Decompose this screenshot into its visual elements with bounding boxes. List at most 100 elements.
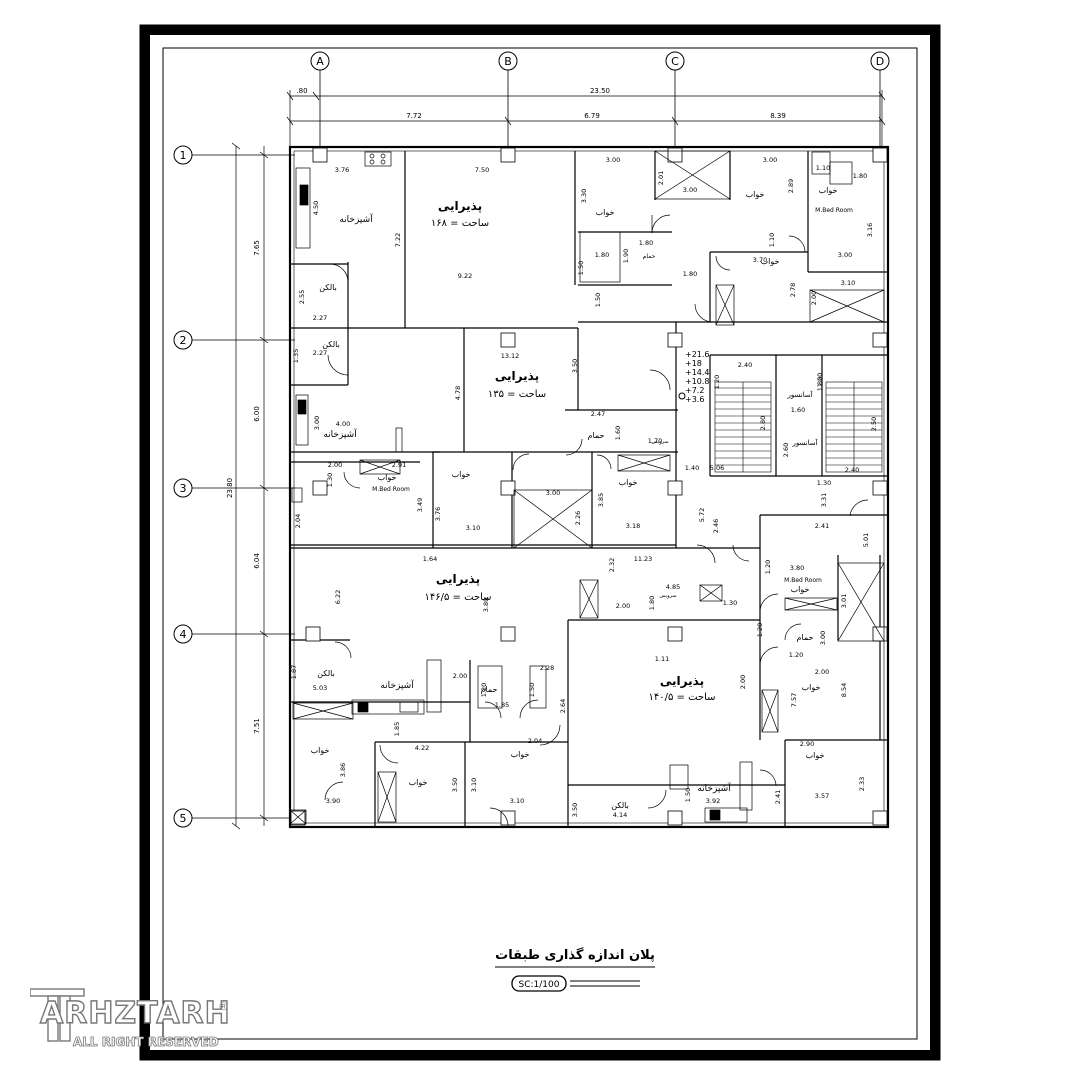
elevation-5: +7.2: [685, 386, 704, 395]
room-dimension-19: 1.90: [622, 249, 630, 263]
room-dimension-5: 9.22: [458, 272, 472, 280]
balcony-label-2: بالکن: [322, 340, 340, 349]
room-dimension-79: 3.00: [819, 631, 827, 645]
wc-label-2: سرویس: [651, 439, 668, 445]
top-dimension-lines: [286, 90, 886, 150]
grid-label-c: C: [671, 55, 679, 68]
room-dimension-69: 3.80: [482, 598, 490, 612]
room-dimension-102: 3.10: [510, 797, 524, 805]
elevator-label-1: آسانسور: [786, 390, 813, 399]
room-dimension-77: 3.80: [790, 564, 804, 572]
row-bubbles: 1 2 3 4 5: [173, 145, 193, 828]
room-dimension-33: 4.78: [454, 386, 462, 400]
kitchen-label-4: آشپزخانه: [697, 782, 731, 794]
master-bed-1: M.Bed Room: [815, 207, 853, 214]
room-dimension-6: 3.00: [606, 156, 620, 164]
row-grid: [192, 154, 295, 819]
room-dimension-18: 1.80: [639, 239, 653, 247]
room-dimension-44: 2.60: [782, 443, 790, 457]
room-dimension-55: 2.26: [574, 511, 582, 525]
room-dimension-90: 1.85: [393, 722, 401, 736]
reception-1-area: ساحت = ۱۶۸: [431, 218, 489, 229]
grid-bubble-3: [173, 478, 193, 498]
room-dimension-41: 1.60: [791, 406, 805, 414]
room-dimension-98: 3.90: [326, 797, 340, 805]
bath-label-2: حمام: [797, 633, 814, 642]
bath-label-4: حمام: [643, 253, 656, 260]
dim-left-span-1: 7.65: [253, 240, 261, 256]
elevation-4: +10.8: [685, 377, 710, 386]
room-dimension-87: 1.20: [480, 683, 488, 697]
grid-bubble-d: [870, 51, 890, 71]
grid-bubble-b: [498, 51, 518, 71]
grid-bubble-4: [173, 624, 193, 644]
room-dimension-81: 1.20: [789, 651, 803, 659]
room-dimension-21: 1.80: [683, 270, 697, 278]
bedroom-label-6: خواب: [452, 470, 471, 479]
bedroom-label-13: خواب: [806, 751, 825, 760]
room-dimension-17: 1.80: [595, 251, 609, 259]
room-dimension-82: 2.00: [815, 668, 829, 676]
room-dimension-78: 3.01: [840, 594, 848, 608]
watermark-brand: ARHZTARH: [39, 995, 231, 1031]
room-dimension-52: 3.49: [416, 498, 424, 512]
room-dimension-38: 1.70: [648, 437, 662, 445]
elevator-label-2: آسانسور: [791, 438, 818, 447]
room-dimension-36: 2.47: [591, 410, 605, 418]
stair-core: [714, 381, 883, 473]
room-dimension-94: 7.57: [790, 693, 798, 707]
room-dimension-70: 4.85: [666, 583, 680, 591]
room-dimension-51: 1.30: [326, 473, 334, 487]
bedroom-label-11: خواب: [409, 778, 428, 787]
room-dimension-37: 1.60: [614, 426, 622, 440]
watermark-logo-icon: [29, 988, 85, 1042]
elevation-2: +18: [685, 359, 702, 368]
grid-label-2: 2: [180, 334, 187, 347]
bedroom-label-12: خواب: [511, 750, 530, 759]
grid-bubble-5: [173, 808, 193, 828]
room-dimension-76: 1.20: [764, 560, 772, 574]
bedroom-label-2: خواب: [746, 190, 765, 199]
dim-top-small: .80: [296, 87, 307, 95]
room-dimension-108: 3.57: [815, 792, 829, 800]
room-dimension-92: 1.11: [655, 655, 669, 663]
room-dimension-104: 4.14: [613, 811, 627, 819]
room-dimension-35: 3.00: [313, 416, 321, 430]
room-dimension-31: 13.12: [501, 352, 520, 360]
bedroom-label-3: خواب: [819, 186, 838, 195]
room-dimension-99: 4.22: [415, 744, 429, 752]
room-dimension-67: 11.23: [634, 555, 653, 563]
dim-left-span-3: 6.04: [253, 553, 261, 569]
room-dimension-84: 5.03: [313, 684, 327, 692]
room-dimension-28: 2.27: [313, 314, 327, 322]
bedroom-label-8: خواب: [791, 585, 810, 594]
grid-label-d: D: [876, 55, 884, 68]
bedroom-label-1: خواب: [596, 208, 615, 217]
grid-label-5: 5: [180, 812, 187, 825]
room-dimension-91: 2.04: [528, 737, 542, 745]
dim-top-total: 23.50: [590, 87, 610, 95]
room-dimension-23: 3.70: [753, 256, 767, 264]
bedroom-label-5: خواب: [378, 473, 397, 482]
room-dimension-100: 3.50: [451, 778, 459, 792]
room-dimension-32: 3.50: [571, 359, 579, 373]
room-dimension-59: 2.04: [294, 514, 302, 528]
room-dimension-64: 2.41: [815, 522, 829, 530]
room-dimension-4: 7.22: [394, 233, 402, 247]
master-bed-3: M.Bed Room: [784, 577, 822, 584]
room-dimension-89: 1.85: [495, 701, 509, 709]
room-dimension-80: 2.00: [739, 675, 747, 689]
room-dimension-29: 2.27: [313, 349, 327, 357]
room-dimension-40: 1.20: [713, 375, 721, 389]
room-dimension-72: 1.80: [648, 596, 656, 610]
dim-top-span-2: 6.79: [584, 112, 600, 120]
room-dimension-50: 2.91: [392, 461, 406, 469]
plan-scale: SC:1/100: [519, 980, 560, 990]
reception-3-label: پذیرایی: [436, 572, 480, 586]
bedroom-label-7: خواب: [619, 478, 638, 487]
grid-label-1: 1: [180, 149, 187, 162]
reception-4-area: ساحت = ۱۴۰/۵: [648, 692, 715, 703]
room-dimension-16: 1.10: [768, 233, 776, 247]
room-dimension-13: 1.80: [853, 172, 867, 180]
